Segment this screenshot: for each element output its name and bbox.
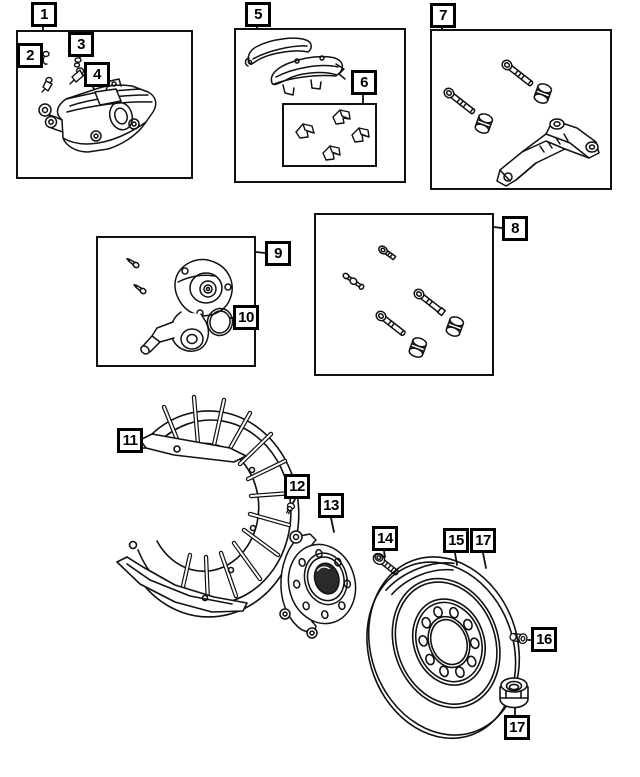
caliper-drawing [38,78,157,153]
group-box-8 [314,213,494,376]
callout-17-bottom[interactable]: 17 [504,715,530,740]
group-box-6 [282,103,377,167]
callout-10[interactable]: 10 [233,305,259,330]
group-box-7 [430,29,612,190]
pad-clips-drawing [295,109,370,161]
callout-6[interactable]: 6 [351,70,377,95]
callout-5[interactable]: 5 [245,2,271,27]
bleeder-parts-drawing [41,50,85,93]
callout-1[interactable]: 1 [31,2,57,27]
callout-9[interactable]: 9 [265,241,291,266]
group-box-5 [234,28,406,183]
rotor-screw-drawing [509,632,528,645]
callout-17-top[interactable]: 17 [470,528,496,553]
callout-2[interactable]: 2 [17,43,43,68]
callout-15[interactable]: 15 [443,528,469,553]
pin-kit-drawing [342,245,465,358]
callout-8[interactable]: 8 [502,216,528,241]
shield-screw-drawing [286,502,296,515]
callout-13[interactable]: 13 [318,493,344,518]
hub-nut-drawing [499,677,529,709]
caliper-adapter-drawing [443,59,600,187]
hub-bolt-drawing [372,552,399,576]
callout-4[interactable]: 4 [84,62,110,87]
splash-shield-drawing [116,394,300,618]
group-box-9 [96,236,256,367]
hub-bearing-drawing [279,530,357,639]
actuator-drawing [126,257,234,355]
brake-pads-drawing [244,37,346,96]
group-box-1 [16,30,193,179]
callout-16[interactable]: 16 [531,627,557,652]
callout-14[interactable]: 14 [372,526,398,551]
rotor-drawing [366,556,521,740]
callout-11[interactable]: 11 [117,428,143,453]
callout-12[interactable]: 12 [284,474,310,499]
callout-7[interactable]: 7 [430,3,456,28]
callout-3[interactable]: 3 [68,32,94,57]
